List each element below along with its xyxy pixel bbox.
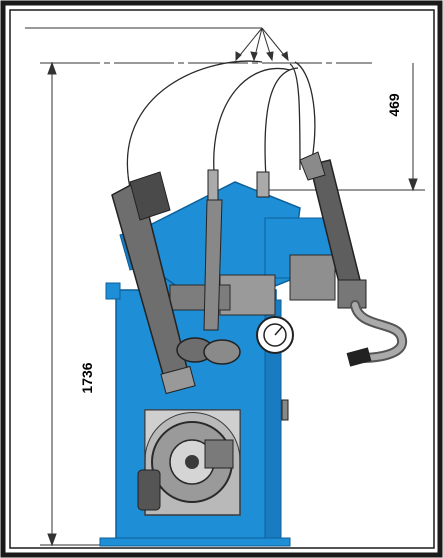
offset-dimension-line [265,63,425,192]
top-reference-lines [25,27,372,64]
cables [127,60,316,189]
left-cylinder [111,171,196,395]
side-handle [281,399,289,421]
center-arm [176,169,270,365]
inner-border [9,9,435,549]
height-dimension-line [40,61,118,547]
overall-height-label: 1736 [79,362,95,393]
pressure-gauge [256,316,294,354]
arm-offset-label: 469 [386,93,402,117]
right-arm [299,151,407,367]
